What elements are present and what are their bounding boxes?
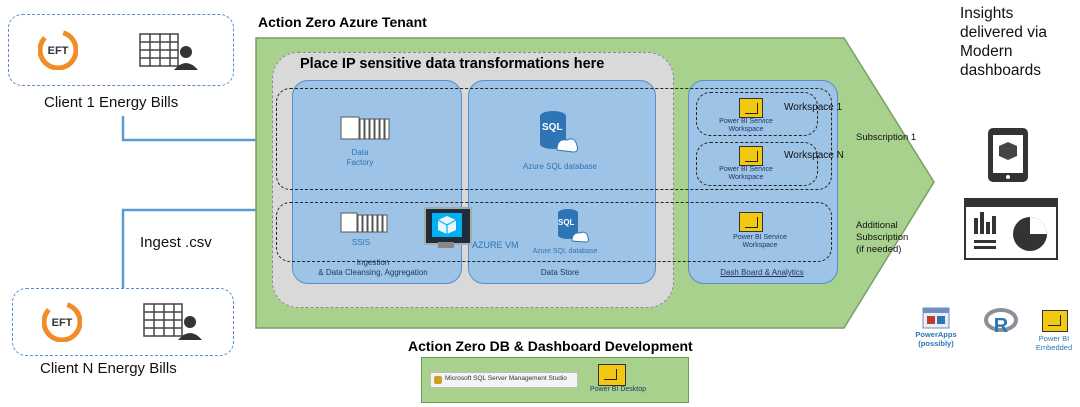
tenant-title: Action Zero Azure Tenant [258,14,427,30]
r-logo-icon: R [984,308,1018,336]
data-factory-label: Data Factory [346,148,374,167]
workspace-n-box [696,142,818,186]
azure-vm-icon [424,207,472,245]
power-bi-embedded-label: Power BI Embedded [1035,334,1073,352]
dev-title: Action Zero DB & Dashboard Development [408,338,693,354]
cube-icon [437,216,457,234]
sql-glyph: SQL [558,218,575,227]
ssms-icon [434,376,442,384]
client-n-label: Client N Energy Bills [40,360,177,377]
arrow-client-1 [121,116,293,150]
sql-db-1-label: Azure SQL database [523,162,597,171]
ssis-icon [340,212,388,233]
ssms-label: Microsoft SQL Server Management Studio [445,375,567,382]
workspace-1-box [696,92,818,136]
power-bi-icon [739,212,763,232]
sql-database-icon [540,111,578,153]
r-glyph: R [994,315,1009,336]
workspace-1-service: Power BI Service Workspace [719,118,773,133]
data-store-caption: Data Store [540,268,580,277]
subscription-2-label: Additional Subscription (if needed) [856,220,909,255]
eft-logo-client-1: EFT [37,29,79,71]
subscription-1-label: Subscription 1 [856,132,917,143]
ip-zone-title: Place IP sensitive data transformations … [300,56,605,72]
workspace-3-service: Power BI Service Workspace [733,234,787,249]
eft-logo-client-n: EFT [41,301,83,343]
workspace-n-service: Power BI Service Workspace [719,166,773,181]
tablet-icon [988,128,1028,182]
eft-logo-icon: EFT [41,301,83,343]
svg-text:EFT: EFT [52,317,73,329]
client-n-box [12,288,234,356]
insights-text: Insights delivered via Modern dashboards [960,5,1048,79]
workspace-n-label: Workspace N [784,150,844,161]
eft-logo-icon: EFT [37,29,79,71]
powerapps-label: PowerApps (possibly) [915,330,957,348]
sql-database-icon [558,209,590,243]
arrow-client-n [121,200,293,288]
client-1-label: Client 1 Energy Bills [44,94,179,111]
sql-glyph: SQL [542,122,563,133]
power-bi-icon [739,98,763,118]
subscription-1-row [276,88,832,190]
customer-table-icon [142,302,202,347]
sql-db-2-label: Azure SQL database [532,248,598,255]
dashboard-window-icon [964,198,1058,260]
power-bi-desktop-icon [598,364,626,386]
ssms-tile: Microsoft SQL Server Management Studio [430,372,578,388]
customer-table-icon [138,32,198,77]
client-1-box [8,14,234,86]
power-bi-desktop-label: Power BI Desktop [590,386,647,393]
ingest-label: Ingest .csv [140,234,212,251]
power-bi-icon [739,146,763,166]
data-factory-icon [340,116,390,140]
azure-vm-label: AZURE VM [472,240,519,250]
workspace-1-label: Workspace 1 [784,102,843,113]
vm-stand [438,242,454,248]
ingestion-column [292,80,462,284]
powerapps-icon [922,307,950,329]
ssis-label: SSIS [351,238,371,247]
subscription-2-row [276,202,832,262]
ingestion-caption: Ingestion & Data Cleansing, Aggregation [318,258,428,277]
power-bi-embedded-icon [1042,310,1068,332]
dashboard-caption: Dash Board & Analytics [720,268,804,277]
svg-text:EFT: EFT [48,45,69,57]
